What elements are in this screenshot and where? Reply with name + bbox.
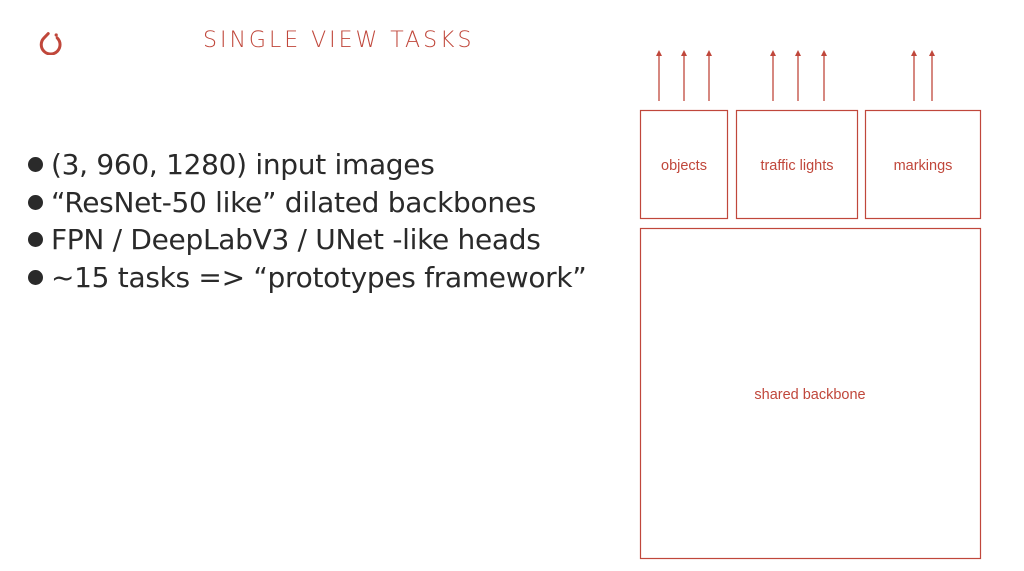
shared-backbone: shared backbone	[639, 227, 982, 560]
backbone-label: shared backbone	[754, 387, 865, 403]
head-box-markings	[864, 109, 982, 220]
head-objects: objects	[639, 50, 729, 220]
head-traffic-lights: traffic lights	[735, 50, 859, 220]
head-label-objects: objects	[661, 158, 707, 174]
head-label-markings: markings	[894, 158, 953, 174]
bullet-dot-icon	[28, 157, 43, 173]
head-markings: markings	[864, 50, 982, 220]
bullet-item: ~15 tasks => “prototypes framework”	[28, 259, 587, 297]
bullet-item: (3, 960, 1280) input images	[28, 146, 587, 184]
bullet-text: “ResNet-50 like” dilated backbones	[51, 185, 537, 219]
head-label-traffic-lights: traffic lights	[760, 158, 833, 174]
bullet-dot-icon	[28, 194, 43, 210]
pytorch-logo-icon	[39, 32, 62, 55]
bullet-dot-icon	[28, 232, 43, 248]
head-box-traffic-lights	[735, 109, 859, 220]
head-box-objects	[639, 109, 729, 220]
bullet-text: FPN / DeepLabV3 / UNet -like heads	[51, 223, 541, 257]
bullet-dot-icon	[28, 269, 43, 285]
bullet-item: FPN / DeepLabV3 / UNet -like heads	[28, 221, 587, 259]
bullet-text: ~15 tasks => “prototypes framework”	[51, 260, 587, 294]
backbone-box	[639, 227, 982, 560]
slide-title: SINGLE VIEW TASKS	[203, 28, 475, 53]
bullet-text: (3, 960, 1280) input images	[51, 148, 435, 182]
bullet-item: “ResNet-50 like” dilated backbones	[28, 184, 587, 222]
bullet-list: (3, 960, 1280) input images “ResNet-50 l…	[28, 146, 587, 296]
